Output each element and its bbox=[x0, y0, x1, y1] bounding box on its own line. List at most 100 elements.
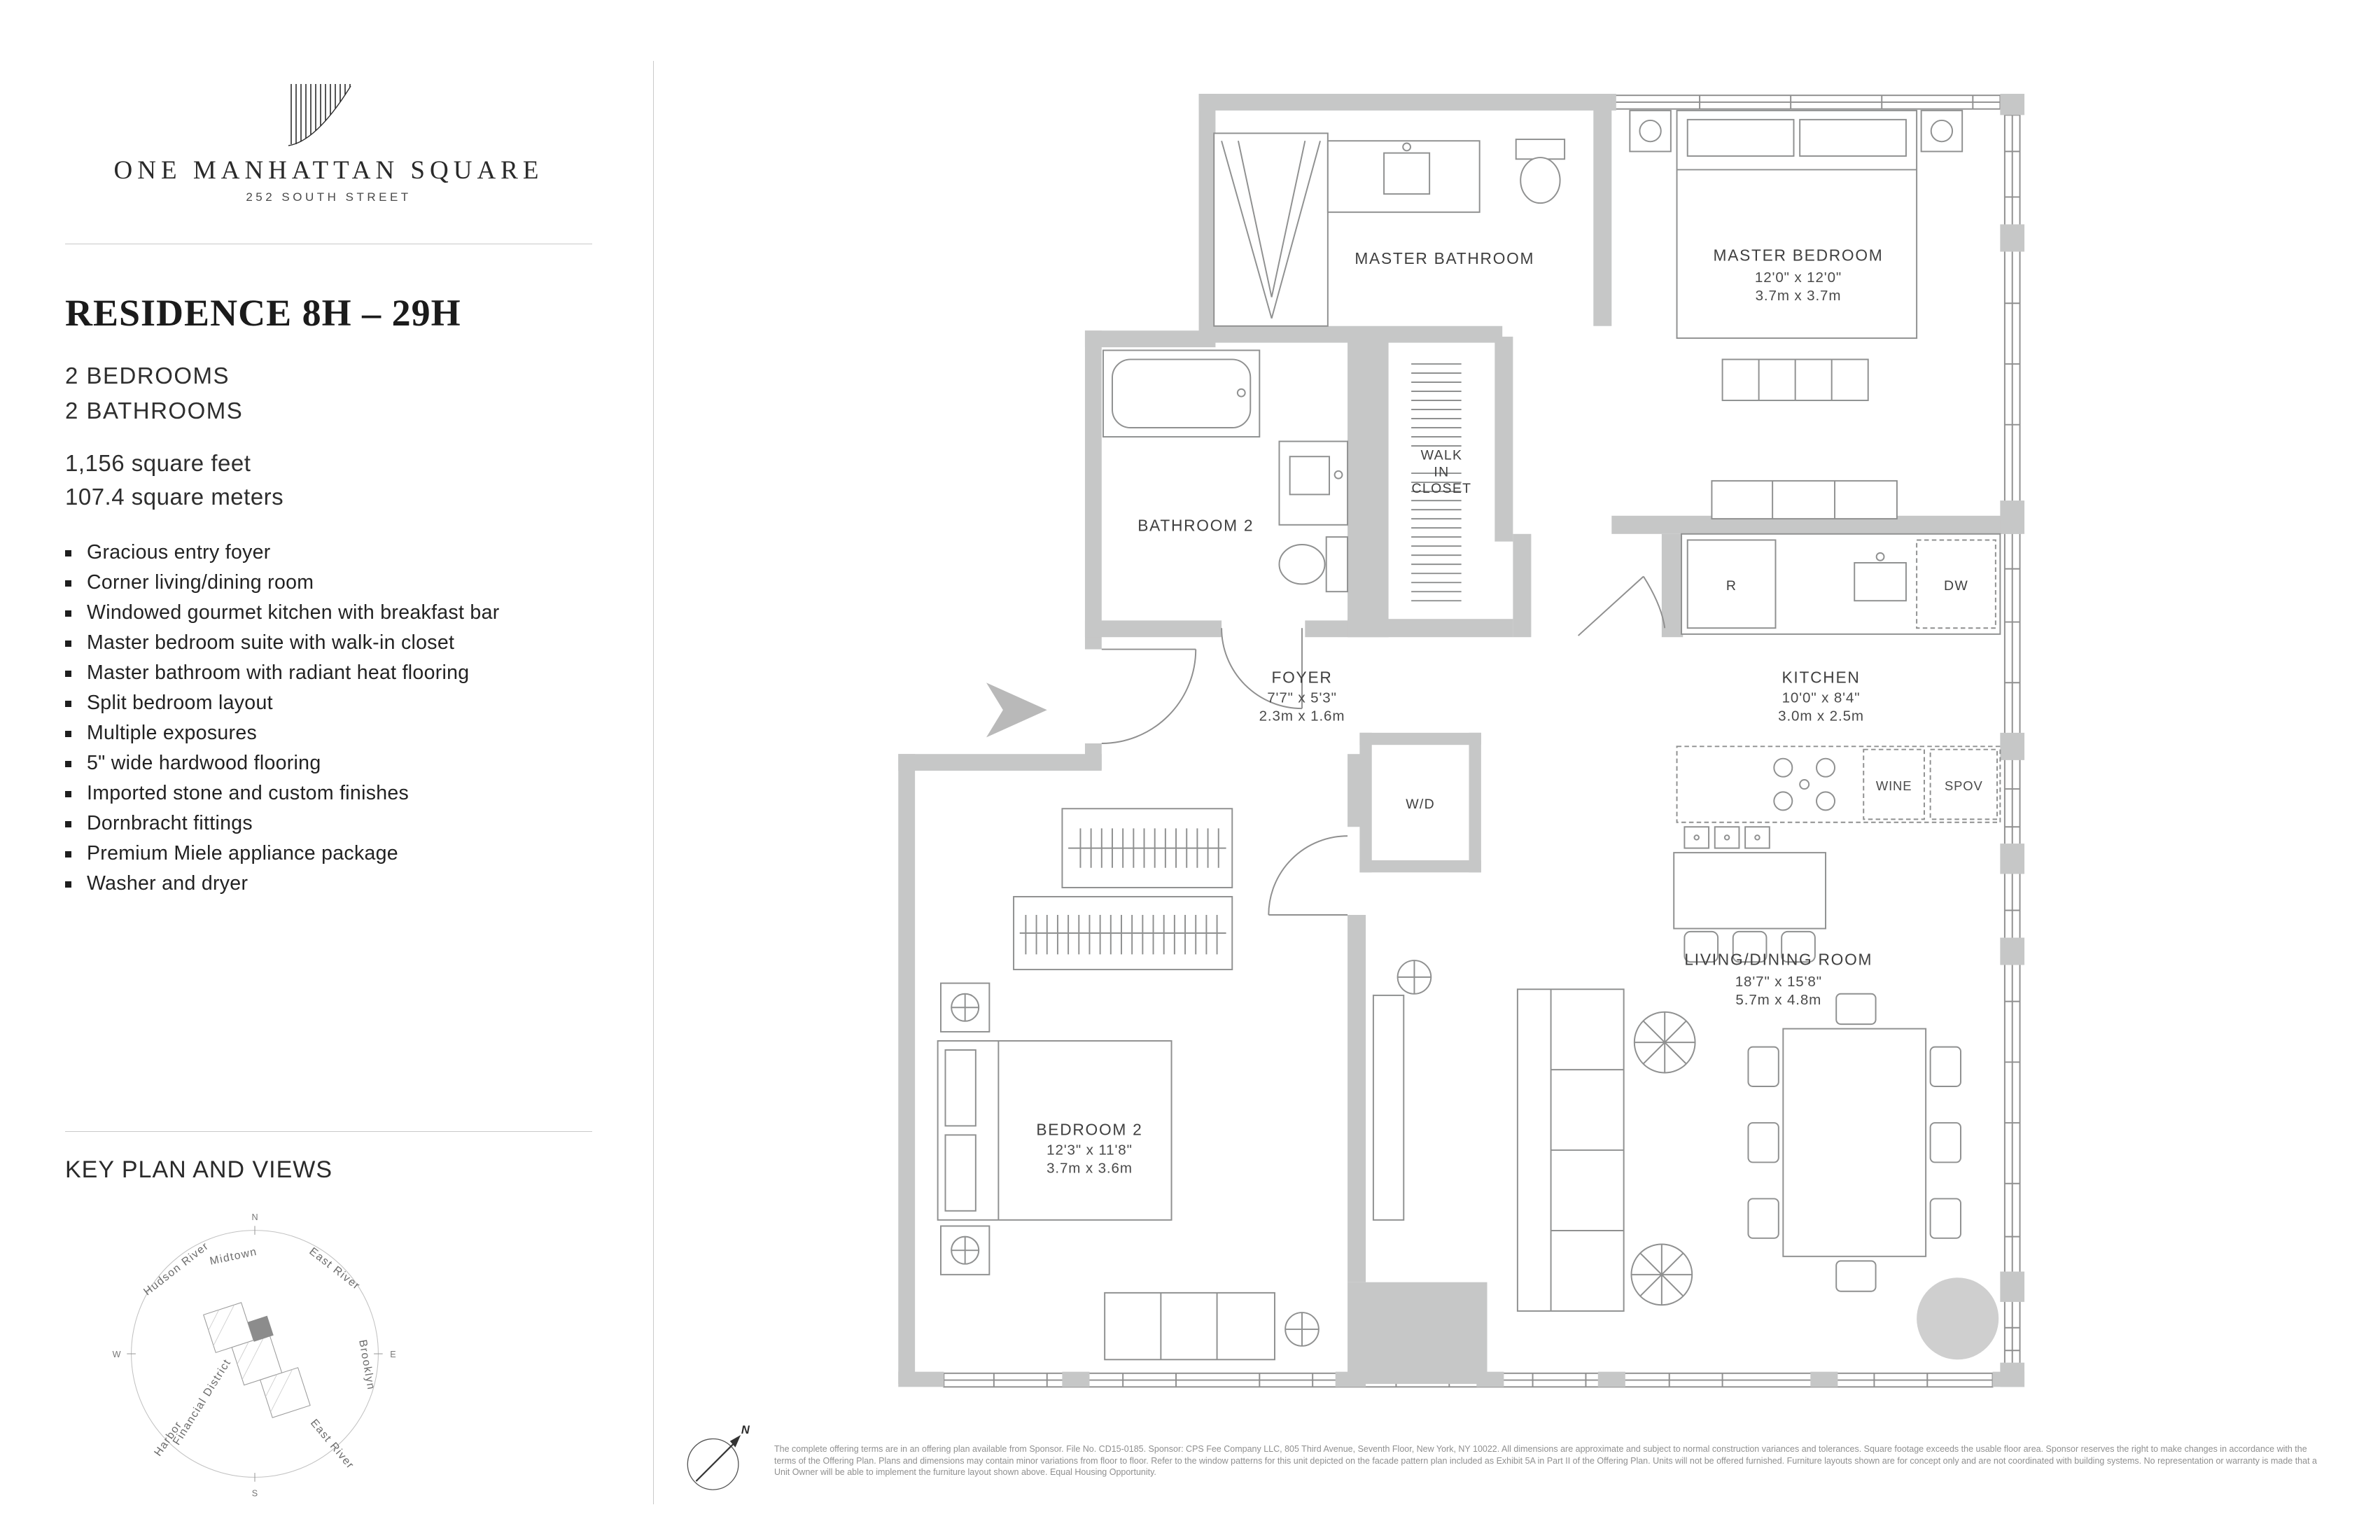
label-foyer-metric: 2.3m x 1.6m bbox=[1259, 708, 1345, 724]
disclaimer-text: The complete offering terms are in an of… bbox=[774, 1444, 2317, 1477]
feature-item: Master bathroom with radiant heat floori… bbox=[65, 658, 500, 688]
label-bedroom-2-dims: 12'3" x 11'8" bbox=[1046, 1142, 1133, 1158]
residence-title: RESIDENCE 8H – 29H bbox=[65, 292, 461, 334]
compass-arrow-icon bbox=[729, 1435, 741, 1448]
label-foyer-dims: 7'7" x 5'3" bbox=[1267, 690, 1337, 706]
round-rug bbox=[1917, 1278, 1999, 1360]
label-kitchen: KITCHEN bbox=[1782, 668, 1861, 686]
north-compass: N bbox=[678, 1420, 755, 1500]
sofa bbox=[1516, 988, 1625, 1312]
compass-circle bbox=[687, 1438, 739, 1490]
walls bbox=[898, 94, 2025, 1387]
master-dresser bbox=[1711, 479, 1898, 520]
feature-item: Split bedroom layout bbox=[65, 688, 500, 718]
area-specs: 1,156 square feet 107.4 square meters bbox=[65, 447, 284, 514]
bed-bench bbox=[1721, 358, 1869, 401]
bath2-toilet bbox=[1278, 536, 1349, 593]
entry-arrow-icon bbox=[986, 682, 1047, 738]
keyplan-label-east-river-south: East River bbox=[308, 1418, 356, 1472]
vertical-divider bbox=[653, 61, 654, 1504]
master-toilet bbox=[1515, 139, 1566, 204]
breakfast-bar bbox=[1673, 826, 1827, 963]
label-bedroom-2-metric: 3.7m x 3.6m bbox=[1046, 1161, 1133, 1177]
label-master-bedroom: MASTER BEDROOM bbox=[1714, 246, 1884, 265]
keyplan-title: KEY PLAN AND VIEWS bbox=[65, 1156, 333, 1183]
keyplan-graphic: N S W E Hudson River Midtown East River … bbox=[108, 1207, 402, 1504]
label-kitchen-dims: 10'0" x 8'4" bbox=[1782, 690, 1861, 706]
kitchen-counter bbox=[1681, 533, 2001, 635]
keyplan-building-footprint bbox=[203, 1302, 311, 1418]
label-wine: WINE bbox=[1876, 778, 1912, 793]
label-foyer: FOYER bbox=[1271, 668, 1332, 686]
label-master-bedroom-dims: 12'0" x 12'0" bbox=[1755, 270, 1842, 286]
keyplan-label-east-river-north: East River bbox=[307, 1245, 362, 1292]
label-kitchen-metric: 3.0m x 2.5m bbox=[1778, 708, 1864, 724]
label-refrigerator: R bbox=[1726, 578, 1737, 594]
label-living-dining: LIVING/DINING ROOM bbox=[1684, 951, 1872, 969]
label-wic-1: WALK bbox=[1421, 448, 1463, 463]
keyplan-label-financial-district: Financial District bbox=[171, 1357, 234, 1447]
feature-item: Imported stone and custom finishes bbox=[65, 778, 500, 808]
bed-bath-specs: 2 BEDROOMS 2 BATHROOMS bbox=[65, 358, 243, 428]
bath2-vanity bbox=[1278, 440, 1349, 526]
label-dishwasher: DW bbox=[1944, 578, 1968, 594]
bedrooms-count: 2 BEDROOMS bbox=[65, 363, 230, 388]
bed2-closets bbox=[1013, 808, 1233, 971]
feature-item: Master bedroom suite with walk-in closet bbox=[65, 628, 500, 658]
feature-list: Gracious entry foyer Corner living/dinin… bbox=[65, 538, 500, 899]
plant-icon bbox=[1633, 1011, 1696, 1074]
label-bedroom-2: BEDROOM 2 bbox=[1036, 1120, 1142, 1138]
plant-icon bbox=[1630, 1243, 1693, 1306]
bed2-dresser bbox=[1104, 1292, 1275, 1361]
feature-item: Dornbracht fittings bbox=[65, 808, 500, 839]
fixtures bbox=[937, 109, 2001, 1361]
brand-name: ONE MANHATTAN SQUARE bbox=[113, 156, 544, 185]
area-sqm: 107.4 square meters bbox=[65, 484, 284, 510]
master-nightstands bbox=[1629, 109, 1963, 153]
keyplan-compass-n: N bbox=[251, 1212, 258, 1222]
label-master-bathroom: MASTER BATHROOM bbox=[1354, 249, 1534, 267]
keyplan-compass-w: W bbox=[113, 1350, 121, 1359]
label-washer-dryer: W/D bbox=[1406, 797, 1435, 812]
kitchen-island bbox=[1676, 746, 2001, 823]
bed2-nightstands bbox=[940, 982, 990, 1275]
floor-lamp-icon bbox=[1284, 1312, 1320, 1347]
label-living-dining-dims: 18'7" x 15'8" bbox=[1735, 974, 1822, 990]
compass-needle bbox=[695, 1441, 737, 1482]
master-bed bbox=[1676, 109, 1918, 340]
bathrooms-count: 2 BATHROOMS bbox=[65, 398, 244, 424]
feature-item: Premium Miele appliance package bbox=[65, 839, 500, 869]
brand-address: 252 SOUTH STREET bbox=[246, 190, 412, 204]
label-bathroom-2: BATHROOM 2 bbox=[1138, 516, 1254, 534]
keyplan-label-brooklyn: Brooklyn bbox=[356, 1339, 377, 1392]
master-vanity bbox=[1326, 140, 1480, 214]
feature-item: 5" wide hardwood flooring bbox=[65, 748, 500, 778]
brand-logo-icon bbox=[287, 84, 353, 147]
ceiling-light-icon bbox=[1396, 960, 1432, 995]
label-living-dining-metric: 5.7m x 4.8m bbox=[1735, 992, 1821, 1008]
room-labels: MASTER BATHROOM MASTER BEDROOM 12'0" x 1… bbox=[1036, 246, 1982, 1177]
feature-item: Multiple exposures bbox=[65, 718, 500, 748]
doors bbox=[1101, 575, 1666, 916]
label-wic-2: IN bbox=[1434, 464, 1449, 479]
closet-rod-marks bbox=[1411, 363, 1462, 602]
media-console bbox=[1372, 994, 1405, 1221]
label-master-bedroom-metric: 3.7m x 3.7m bbox=[1756, 288, 1842, 304]
bathtub bbox=[1102, 349, 1261, 438]
area-sqft: 1,156 square feet bbox=[65, 450, 251, 476]
feature-item: Corner living/dining room bbox=[65, 568, 500, 598]
keyplan-label-midtown: Midtown bbox=[209, 1246, 258, 1268]
keyplan-compass-ticks bbox=[127, 1226, 383, 1482]
brand-logo bbox=[287, 81, 353, 150]
feature-item: Washer and dryer bbox=[65, 869, 500, 899]
feature-item: Gracious entry foyer bbox=[65, 538, 500, 568]
label-wic-3: CLOSET bbox=[1412, 481, 1472, 496]
keyplan-compass-s: S bbox=[252, 1489, 258, 1499]
feature-item: Windowed gourmet kitchen with breakfast … bbox=[65, 598, 500, 628]
bed2-bed bbox=[937, 1040, 1172, 1221]
label-speed-oven: SPOV bbox=[1945, 778, 1983, 793]
keyplan-unit-highlight bbox=[247, 1315, 274, 1342]
floor-plan: MASTER BATHROOM MASTER BEDROOM 12'0" x 1… bbox=[880, 76, 2049, 1415]
keyplan-label-hudson-river: Hudson River bbox=[141, 1240, 211, 1298]
